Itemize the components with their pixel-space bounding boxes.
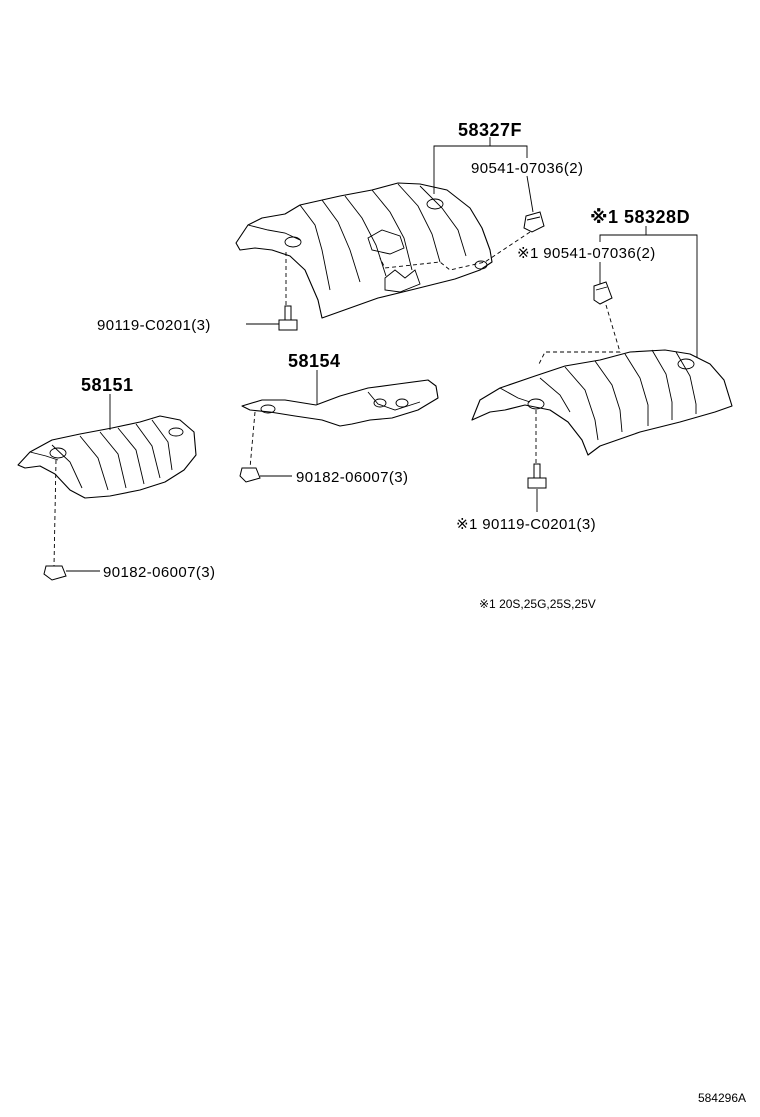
label-90541-top: 90541-07036(2) <box>471 160 583 177</box>
bolt-90119-left <box>278 305 298 331</box>
label-58328d: ※1 58328D <box>590 207 690 227</box>
nut-90182-left <box>43 565 67 581</box>
label-58154: 58154 <box>288 351 341 371</box>
clip-90541-right <box>593 281 613 305</box>
clip-90541-top <box>523 211 545 233</box>
label-90119-left: 90119-C0201(3) <box>97 317 211 334</box>
label-90119-right: ※1 90119-C0201(3) <box>456 516 596 533</box>
label-58151: 58151 <box>81 375 134 395</box>
footnote: ※1 20S,25G,25S,25V <box>479 597 596 611</box>
installation-dashed-lines <box>53 231 621 567</box>
heat-insulator-58151 <box>17 415 197 499</box>
label-90182-mid: 90182-06007(3) <box>296 469 408 486</box>
leader-lines <box>66 137 698 572</box>
nut-90182-mid <box>239 467 261 483</box>
diagram-code: 584296A <box>698 1091 746 1105</box>
heat-insulator-58154 <box>241 379 439 427</box>
bolt-90119-right <box>527 463 547 489</box>
label-90541-right: ※1 90541-07036(2) <box>517 245 656 262</box>
label-90182-left: 90182-06007(3) <box>103 564 215 581</box>
heat-insulator-58327f <box>235 182 493 319</box>
label-58327f: 58327F <box>458 120 522 140</box>
heat-insulator-58328d <box>471 349 733 456</box>
